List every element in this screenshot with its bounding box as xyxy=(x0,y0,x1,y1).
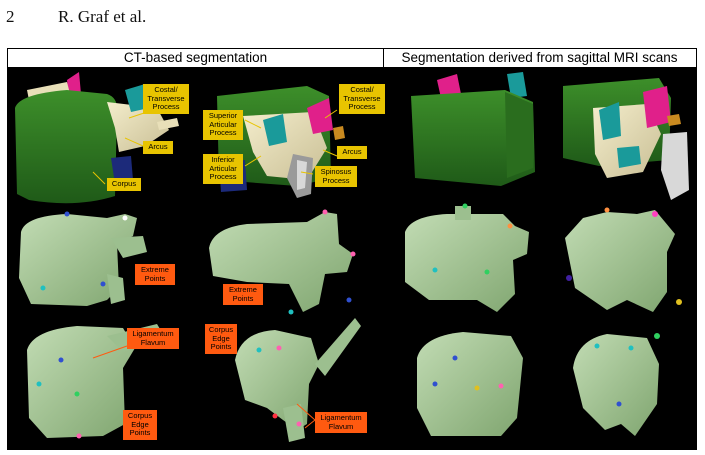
page-header: 2 R. Graf et al. xyxy=(0,0,705,40)
column-header-mri: Segmentation derived from sagittal MRI s… xyxy=(401,50,678,65)
label-inferior-articular-process: Inferior Articular Process xyxy=(203,154,243,184)
page-number: 2 xyxy=(6,7,15,26)
label-corpus: Corpus xyxy=(107,178,141,191)
vertebra-renderings xyxy=(15,72,689,442)
figure: CT-based segmentation Segmentation deriv… xyxy=(7,48,697,450)
label-arcus-2: Arcus xyxy=(337,146,367,159)
row2-mri-right xyxy=(565,210,675,312)
row1-mri-left xyxy=(411,72,535,186)
label-corpus-edge-points-2: Corpus Edge Points xyxy=(123,410,157,440)
label-ligamentum-flavum-2: Ligamentum Flavum xyxy=(315,412,367,433)
row3-mri-left xyxy=(417,332,523,436)
label-spinosus-process: Spinosus Process xyxy=(315,166,357,187)
label-superior-articular-process: Superior Articular Process xyxy=(203,110,243,140)
keypoint-dots xyxy=(36,203,682,439)
row1-ct-left xyxy=(15,72,179,204)
row2-mri-left xyxy=(405,206,529,312)
column-headers: CT-based segmentation Segmentation deriv… xyxy=(7,48,697,68)
row2-ct-left xyxy=(19,214,147,306)
label-corpus-edge-points-1: Corpus Edge Points xyxy=(205,324,237,354)
column-header-ct: CT-based segmentation xyxy=(8,49,384,67)
row2-ct-right xyxy=(209,212,353,312)
label-costal-transverse-process-1: Costal/ Transverse Process xyxy=(143,84,189,114)
row1-ct-right xyxy=(217,86,345,198)
yellow-leader-lines xyxy=(92,109,338,185)
vertebra-image-panel: Costal/ Transverse Process Arcus Corpus … xyxy=(7,68,697,450)
label-extreme-points-1: Extreme Points xyxy=(135,264,175,285)
label-arcus-1: Arcus xyxy=(143,141,173,154)
label-ligamentum-flavum-1: Ligamentum Flavum xyxy=(127,328,179,349)
row1-mri-right xyxy=(563,78,689,200)
label-extreme-points-2: Extreme Points xyxy=(223,284,263,305)
running-head: R. Graf et al. xyxy=(58,7,147,26)
orange-leader-lines xyxy=(92,345,316,429)
label-costal-transverse-process-2: Costal/ Transverse Process xyxy=(339,84,385,114)
row3-mri-right xyxy=(573,334,659,436)
